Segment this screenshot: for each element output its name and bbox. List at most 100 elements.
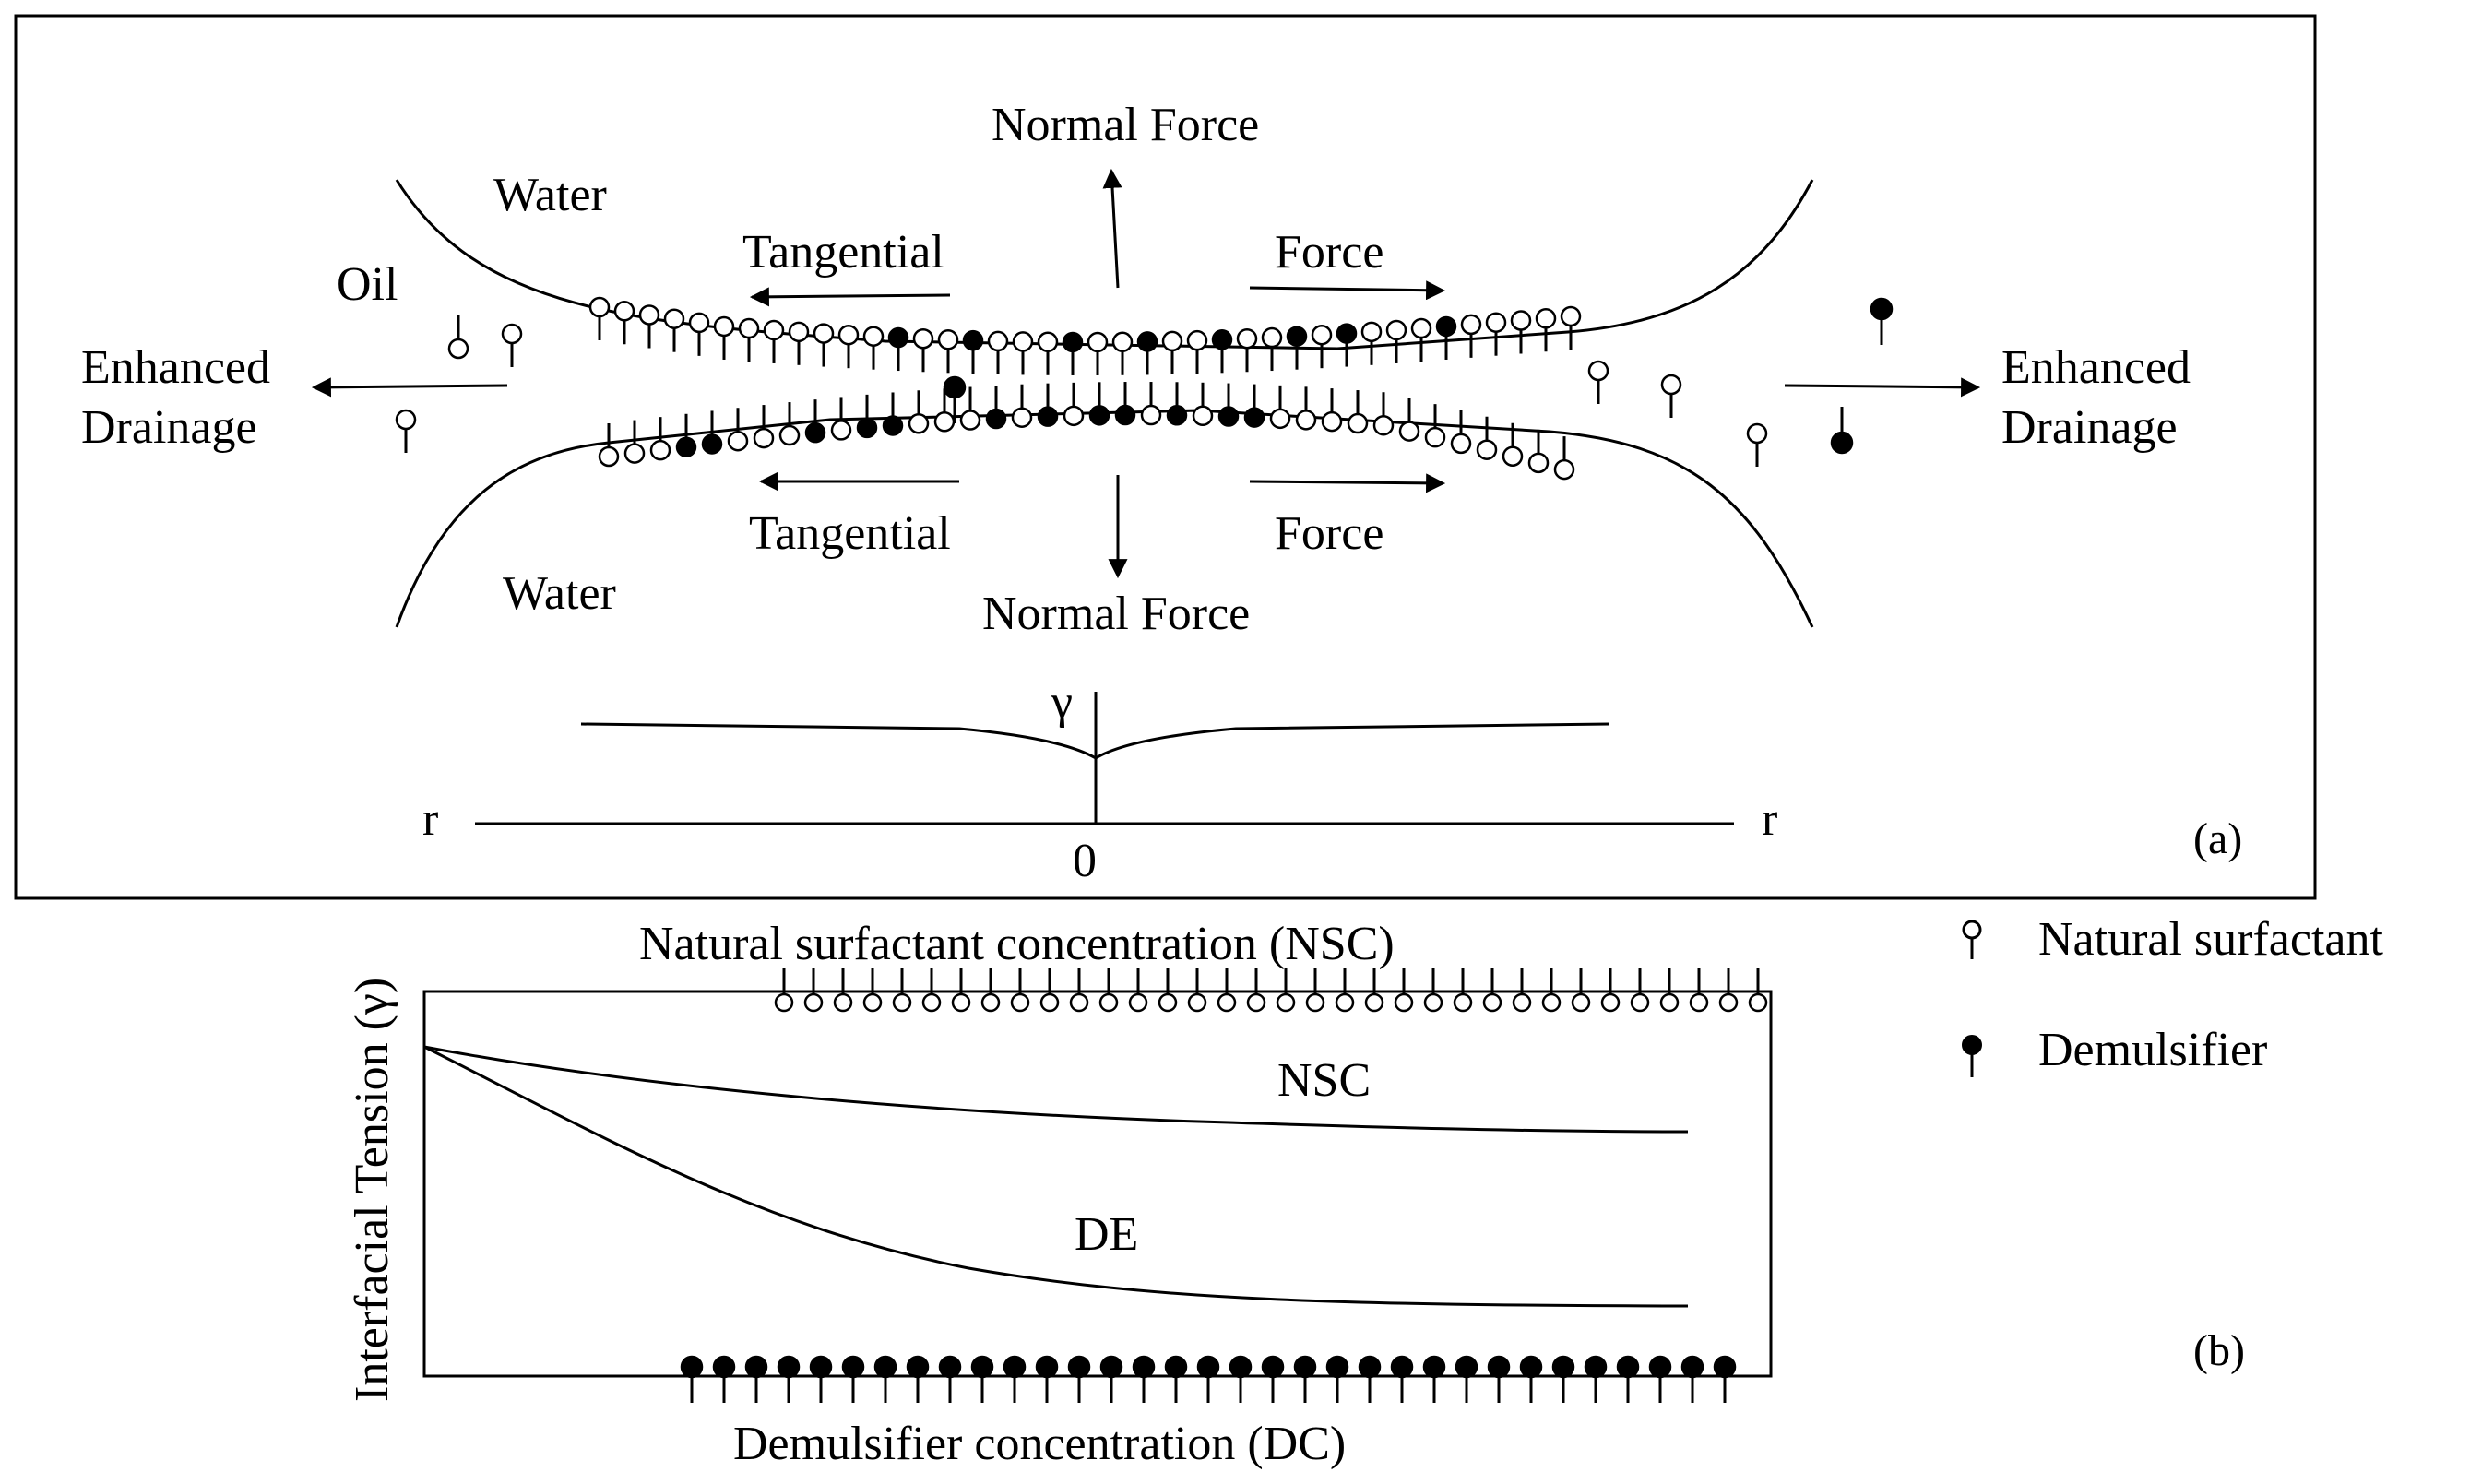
demulsifier-molecule bbox=[1114, 382, 1136, 426]
natural-surfactant-molecule bbox=[1347, 390, 1369, 434]
demulsifier-row bbox=[680, 1355, 1737, 1403]
natural-surfactant-molecule bbox=[713, 315, 735, 360]
natural-surfactant-molecule bbox=[1161, 330, 1183, 374]
natural-surfactant-molecule bbox=[1535, 308, 1557, 352]
demulsifier-molecule bbox=[675, 413, 697, 458]
demulsifier-molecule bbox=[887, 326, 909, 372]
natural-surfactant-molecule bbox=[688, 312, 710, 356]
legend-demulsifier-label: Demulsifier bbox=[2038, 1024, 2267, 1076]
demulsifier-molecule bbox=[1648, 1355, 1672, 1403]
natural-surfactant-molecule bbox=[588, 296, 611, 340]
demulsifier-molecule bbox=[1037, 383, 1059, 427]
legend-demulsifier-icon bbox=[1962, 1035, 1982, 1077]
demulsifier-molecule bbox=[1680, 1355, 1704, 1403]
demulsifier-molecule bbox=[1713, 1355, 1737, 1403]
demulsifier-molecule bbox=[1519, 1355, 1543, 1403]
nsc-curve bbox=[423, 1045, 1689, 1134]
demulsifier-molecule bbox=[943, 375, 967, 423]
demulsifier-molecule bbox=[1336, 323, 1358, 367]
water-top-label: Water bbox=[493, 169, 607, 221]
natural-surfactant-molecule bbox=[1012, 331, 1034, 375]
natural-surfactant-molecule bbox=[663, 308, 685, 352]
demulsifier-molecule bbox=[1487, 1355, 1511, 1403]
demulsifier-molecule bbox=[1099, 1355, 1123, 1403]
natural-surfactant-molecule bbox=[763, 319, 785, 363]
demulsifier-molecule bbox=[744, 1355, 768, 1403]
legend: Natural surfactant Demulsifier bbox=[1962, 913, 2383, 1077]
demulsifier-molecule bbox=[1325, 1355, 1349, 1403]
gamma-profile-curve bbox=[580, 722, 1610, 760]
natural-surfactant-molecule bbox=[1424, 404, 1446, 448]
demulsifier-molecule bbox=[970, 1355, 994, 1403]
demulsifier-molecule bbox=[1870, 297, 1894, 345]
natural-surfactant-molecule bbox=[1450, 410, 1472, 455]
drainage-left-line2: Drainage bbox=[81, 401, 257, 454]
natural-surfactant-molecule bbox=[1410, 317, 1432, 362]
natural-surfactant-molecule bbox=[837, 324, 860, 369]
natural-surfactant-molecule bbox=[862, 326, 885, 370]
natural-surfactant-molecule bbox=[1186, 329, 1208, 374]
demulsifier-molecule bbox=[1211, 329, 1233, 374]
natural-surfactant-molecule bbox=[395, 409, 417, 453]
demulsifier-molecule bbox=[1217, 383, 1240, 427]
legend-natural-surfactant-label: Natural surfactant bbox=[2038, 913, 2383, 966]
lower-interface-molecules bbox=[598, 382, 1575, 481]
demulsifier-molecule bbox=[701, 410, 723, 455]
natural-surfactant-molecule bbox=[1502, 422, 1524, 467]
demulsifier-molecule bbox=[1243, 384, 1265, 428]
tangential-bottom-label: Tangential bbox=[749, 507, 951, 560]
natural-surfactant-molecule bbox=[638, 304, 660, 349]
panel-b-label: (b) bbox=[2193, 1326, 2245, 1375]
demulsifier-molecule bbox=[1229, 1355, 1253, 1403]
natural-surfactant-molecule bbox=[1746, 422, 1768, 467]
natural-surfactant-molecule bbox=[1510, 310, 1532, 354]
natural-surfactant-row bbox=[774, 968, 1768, 1013]
water-bottom-label: Water bbox=[503, 567, 616, 620]
demulsifier-molecule bbox=[873, 1355, 897, 1403]
natural-surfactant-molecule bbox=[1560, 305, 1582, 350]
panel-b: Natural surfactant concentration (NSC) D… bbox=[346, 918, 2245, 1470]
force-bottom-label: Force bbox=[1275, 507, 1383, 560]
demulsifier-molecule bbox=[1132, 1355, 1156, 1403]
natural-surfactant-molecule bbox=[598, 423, 620, 468]
demulsifier-molecule bbox=[777, 1355, 801, 1403]
natural-surfactant-molecule bbox=[1553, 436, 1575, 481]
drainage-right-line2: Drainage bbox=[2001, 401, 2178, 454]
natural-surfactant-molecule bbox=[738, 317, 760, 362]
demulsifier-molecule bbox=[1455, 1355, 1478, 1403]
natural-surfactant-molecule bbox=[1372, 392, 1395, 436]
demulsifier-molecule bbox=[1166, 382, 1188, 426]
demulsifier-molecule bbox=[1551, 1355, 1575, 1403]
demulsifier-molecule bbox=[1062, 331, 1084, 375]
natural-surfactant-molecule bbox=[447, 315, 469, 360]
natural-surfactant-molecule bbox=[813, 323, 835, 367]
natural-surfactant-molecule bbox=[613, 301, 635, 345]
normal-force-bottom-label: Normal Force bbox=[982, 588, 1250, 640]
demulsifier-molecule bbox=[856, 394, 878, 439]
natural-surfactant-molecule bbox=[1385, 319, 1407, 363]
demulsifier-molecule bbox=[1358, 1355, 1382, 1403]
drainage-left-line1: Enhanced bbox=[81, 341, 270, 394]
natural-surfactant-molecule bbox=[830, 397, 852, 441]
natural-surfactant-molecule bbox=[1460, 314, 1482, 358]
demulsifier-molecule bbox=[1067, 1355, 1091, 1403]
demulsifier-molecule bbox=[1616, 1355, 1640, 1403]
gamma-axis-label: γ bbox=[1051, 676, 1073, 729]
free-molecules bbox=[395, 297, 1894, 467]
natural-surfactant-molecule bbox=[912, 327, 934, 373]
natural-surfactant-molecule bbox=[1587, 360, 1609, 404]
demulsifier-molecule bbox=[1035, 1355, 1059, 1403]
natural-surfactant-molecule bbox=[937, 329, 959, 374]
normal-force-up-arrow bbox=[1102, 168, 1122, 289]
natural-surfactant-molecule bbox=[987, 330, 1009, 374]
demulsifier-molecule bbox=[1003, 1355, 1027, 1403]
tangential-top-label: Tangential bbox=[742, 226, 944, 279]
natural-surfactant-molecule bbox=[1011, 384, 1033, 428]
natural-surfactant-molecule bbox=[649, 417, 671, 461]
drainage-right-line1: Enhanced bbox=[2001, 341, 2191, 394]
top-axis-label: Natural surfactant concentration (NSC) bbox=[639, 918, 1395, 970]
panel-b-frame bbox=[422, 990, 1773, 1378]
upper-interface-molecules bbox=[588, 296, 1582, 375]
force-top-label: Force bbox=[1275, 226, 1383, 279]
drainage-right-arrow bbox=[1784, 377, 1981, 398]
